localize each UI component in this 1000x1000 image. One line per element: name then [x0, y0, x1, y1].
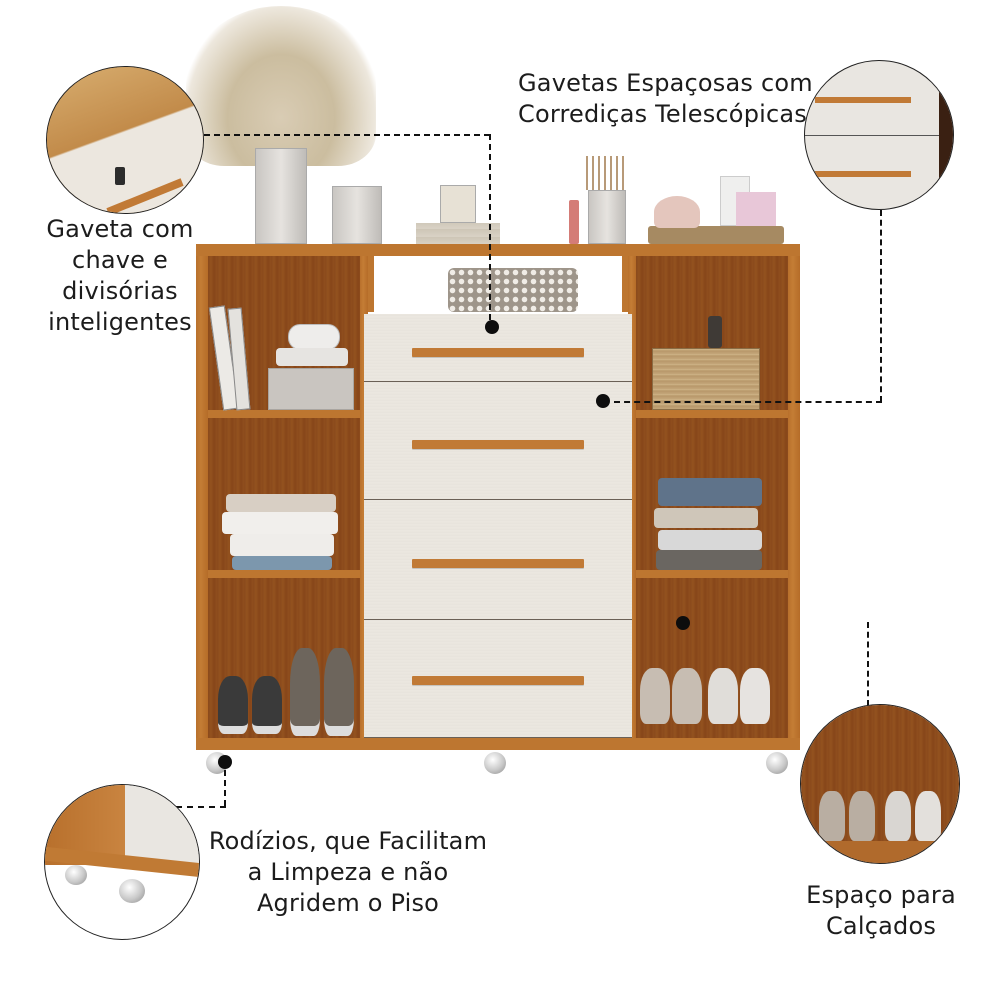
candle-jar	[332, 186, 382, 244]
perfume-bottle	[736, 192, 776, 226]
left-side-panel	[196, 256, 208, 750]
closeup-shoe	[819, 791, 845, 841]
left-shelf-2	[208, 570, 360, 578]
callout-casters	[44, 784, 200, 940]
closeup-shoe	[915, 791, 941, 841]
furniture-product	[196, 244, 800, 774]
connector-drawer-lock-v	[489, 134, 491, 320]
heels	[708, 668, 738, 724]
glass-vase	[255, 148, 307, 244]
connector-telescopic-v	[880, 210, 882, 402]
folded-clothes	[222, 512, 338, 534]
candle-on-books	[440, 185, 476, 223]
folded-clothes	[654, 508, 758, 528]
heels	[640, 668, 670, 724]
feature-label-shoe-space: Espaço para Calçados	[806, 881, 956, 940]
soap-dispenser	[708, 316, 722, 348]
connector-casters-v	[224, 770, 226, 806]
brush-holder	[588, 190, 626, 244]
drawer-handle[interactable]	[412, 559, 584, 568]
heels	[740, 668, 770, 724]
closeup-wheel	[65, 865, 87, 885]
vanity-tray	[648, 226, 784, 244]
top-board	[196, 244, 800, 256]
feature-label-drawer-lock: Gaveta com chave e divisórias inteligent…	[46, 215, 194, 336]
closeup-wheel	[119, 879, 145, 903]
caster-wheel-right	[766, 752, 788, 774]
drawer-3[interactable]	[364, 500, 632, 620]
folded-clothes	[226, 494, 336, 512]
feature-label-telescopic-drawers: Gavetas Espaçosas com Corrediças Telescó…	[518, 69, 813, 128]
right-divider	[628, 256, 636, 738]
drawer-lock-closeup-icon	[47, 67, 203, 213]
decor-basket	[448, 268, 578, 312]
drawer-handle-closeup	[815, 171, 911, 177]
closeup-shelf-floor	[801, 841, 959, 863]
drawer-handle[interactable]	[412, 440, 584, 449]
callout-shoe-space	[800, 704, 960, 864]
folded-clothes	[656, 550, 762, 570]
towel-rolls	[288, 324, 340, 350]
drawer-handle[interactable]	[412, 348, 584, 357]
towel-folded	[276, 348, 348, 366]
callout-drawer-lock	[46, 66, 204, 214]
closeup-shoe	[885, 791, 911, 841]
callout-telescopic-drawers	[804, 60, 954, 210]
callout-point-casters	[218, 755, 232, 769]
base-board	[196, 738, 800, 750]
closeup-shoe	[849, 791, 875, 841]
perfume-bottle	[654, 196, 700, 228]
drawer-seam	[805, 135, 939, 136]
sneakers	[218, 676, 248, 734]
right-shelf-1	[636, 410, 788, 418]
boots	[290, 648, 320, 736]
left-shelf-1	[208, 410, 360, 418]
wicker-basket	[652, 348, 760, 410]
side-panel-closeup	[939, 61, 953, 209]
drawer-handles-closeup-icon	[815, 97, 911, 103]
feature-label-casters: Rodízios, que Facilitam a Limpeza e não …	[208, 827, 488, 917]
connector-shoe-space-v	[867, 622, 869, 706]
connector-casters-h	[176, 806, 226, 808]
cable-hole	[676, 616, 690, 630]
pampas-grass	[186, 6, 376, 166]
drawer-4[interactable]	[364, 620, 632, 738]
callout-point-telescopic	[596, 394, 610, 408]
caster-wheel-center	[484, 752, 506, 774]
brushes	[586, 156, 628, 190]
sneakers	[252, 676, 282, 734]
connector-drawer-lock-h	[204, 134, 490, 136]
folded-clothes	[232, 556, 332, 570]
boots	[324, 648, 354, 736]
lip-gloss	[569, 200, 579, 244]
lock-key-icon	[115, 167, 125, 185]
closeup-drawer-front	[125, 785, 199, 863]
stacked-books	[416, 223, 500, 244]
connector-telescopic-h	[614, 401, 882, 403]
folded-clothes	[658, 478, 762, 506]
folded-clothes	[658, 530, 762, 550]
heels	[672, 668, 702, 724]
storage-box	[268, 368, 354, 410]
drawer-handle[interactable]	[412, 676, 584, 685]
right-side-panel	[788, 256, 800, 750]
right-shelf-2	[636, 570, 788, 578]
drawer-2[interactable]	[364, 382, 632, 500]
callout-point-drawer-lock	[485, 320, 499, 334]
folded-clothes	[230, 534, 334, 556]
